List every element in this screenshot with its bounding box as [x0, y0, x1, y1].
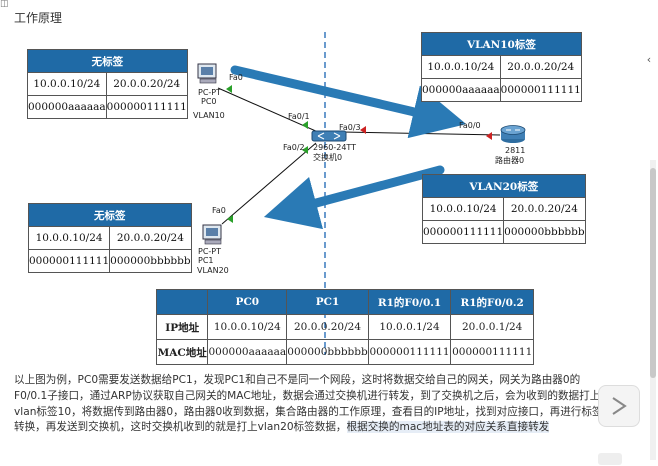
- table-header-cell: PC1: [286, 289, 369, 315]
- table-row-header: MAC地址: [155, 339, 209, 365]
- flow-arrow-to-router: [230, 65, 467, 139]
- switch-icon: [311, 130, 347, 142]
- table-title: VLAN20标签: [422, 174, 586, 198]
- table-cell: 000000aaaaaa: [27, 95, 107, 119]
- table-header-cell: R1的F0/0.1: [367, 289, 452, 315]
- switch-model-label: 2960-24TT: [313, 143, 357, 152]
- port-label-fa01: Fa0/1: [288, 112, 310, 121]
- table-cell: 000000bbbbbb: [109, 249, 192, 273]
- pc0-icon: [197, 63, 217, 84]
- flow-arrow-to-pc1: [263, 165, 445, 230]
- table-cell: 20.0.0.20/24: [286, 314, 369, 340]
- address-table: PC0 PC1 R1的F0/0.1 R1的F0/0.2 IP地址 10.0.0.…: [155, 289, 534, 365]
- play-icon: [612, 397, 627, 415]
- port-label-pc1: Fa0: [212, 206, 226, 215]
- pc1-type-label: PC-PT: [198, 247, 222, 256]
- router-name-label: 路由器0: [495, 156, 525, 165]
- table-cell: 000000111111: [450, 339, 534, 365]
- table-cell: 000000111111: [421, 220, 505, 244]
- table-cell: 000000bbbbbb: [503, 220, 586, 244]
- table-cell: 10.0.0.10/24: [207, 314, 288, 340]
- scrollbar-thumb[interactable]: [650, 168, 656, 378]
- link-indicator-sw-fa03: [360, 126, 366, 134]
- corner-icon: ◫: [0, 0, 9, 9]
- table-cell: 000000111111: [367, 339, 452, 365]
- description-text: 以上图为例，PC0需要发送数据给PC1，发现PC1和自己不是同一个网段，这时将数…: [14, 374, 603, 434]
- pc1-vlan-label: VLAN20: [197, 266, 229, 275]
- table-row-header: IP地址: [155, 314, 209, 340]
- table-cell: 10.0.0.1/24: [367, 314, 452, 340]
- pc1-icon: [202, 224, 222, 245]
- port-label-fa02: Fa0/2: [283, 143, 305, 152]
- link-indicator-sw-fa01: [302, 121, 308, 129]
- table-cell: 10.0.0.10/24: [27, 72, 107, 96]
- table-cell: 20.0.0.20/24: [499, 55, 582, 79]
- toolbar-button[interactable]: [598, 453, 622, 465]
- table-title: 无标签: [28, 203, 192, 227]
- table-cell: 20.0.0.20/24: [105, 72, 188, 96]
- switch-name-label: 交换机0: [313, 153, 343, 162]
- description-highlight: 根据交换的mac地址表的对应关系直接转发: [346, 421, 550, 434]
- pc0-name-label: PC0: [201, 97, 217, 106]
- table-cell: 20.0.0.1/24: [450, 314, 534, 340]
- table-cell: 000000aaaaaa: [207, 339, 288, 365]
- description-paragraph: 以上图为例，PC0需要发送数据给PC1，发现PC1和自己不是同一个网段，这时将数…: [14, 373, 606, 436]
- table-header-cell: PC0: [207, 289, 288, 315]
- table-cell: 000000aaaaaa: [421, 78, 501, 102]
- table-cell: 10.0.0.10/24: [421, 55, 501, 79]
- table-cell: 000000111111: [105, 95, 188, 119]
- table-cell: 10.0.0.10/24: [27, 226, 111, 250]
- port-label-pc0: Fa0: [229, 73, 243, 82]
- link-indicator-pc1: [227, 215, 233, 223]
- table-title: 无标签: [27, 49, 188, 73]
- router-model-label: 2811: [505, 146, 526, 155]
- table-title: VLAN10标签: [421, 32, 582, 56]
- table-cell: 000000111111: [499, 78, 582, 102]
- table-row: IP地址 10.0.0.10/24 20.0.0.20/24 10.0.0.1/…: [155, 314, 534, 340]
- port-label-router: Fa0/0: [459, 121, 481, 130]
- table-cell: 000000bbbbbb: [286, 339, 369, 365]
- table-header-cell: R1的F0/0.2: [450, 289, 534, 315]
- link-indicator-router: [486, 132, 492, 140]
- link-switch-pc1: [221, 142, 317, 225]
- link-indicator-sw-fa02: [302, 146, 308, 154]
- page-heading: 工作原理: [14, 11, 63, 25]
- port-label-fa03: Fa0/3: [339, 123, 361, 132]
- pc0-vlan-label: VLAN10: [193, 111, 225, 120]
- link-pc0-switch: [217, 87, 319, 133]
- chevron-left-icon[interactable]: ‹: [646, 53, 652, 66]
- table-cell: 000000111111: [27, 249, 111, 273]
- table-cell: 20.0.0.20/24: [503, 197, 586, 221]
- link-indicator-pc0: [226, 85, 232, 93]
- table-header-cell: [155, 289, 209, 315]
- table-row: MAC地址 000000aaaaaa 000000bbbbbb 00000011…: [155, 339, 534, 365]
- pc0-type-label: PC-PT: [198, 88, 222, 97]
- router-icon: [500, 125, 526, 143]
- table-cell: 20.0.0.20/24: [109, 226, 192, 250]
- play-button[interactable]: [598, 385, 640, 427]
- pc1-name-label: PC1: [198, 256, 214, 265]
- table-cell: 10.0.0.10/24: [421, 197, 505, 221]
